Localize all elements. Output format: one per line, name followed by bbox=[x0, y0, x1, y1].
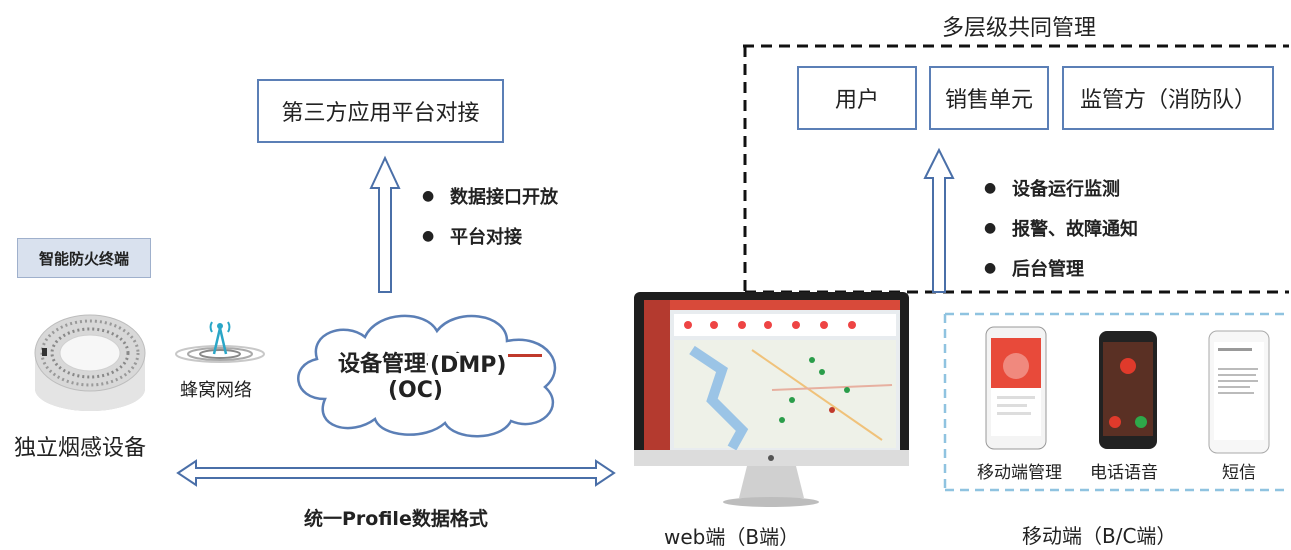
device-label: 独立烟感设备 bbox=[14, 436, 147, 461]
bullet-item: ●报警、故障通知 bbox=[984, 219, 1138, 240]
bullet-item: ●设备运行监测 bbox=[984, 179, 1120, 200]
up-arrow-third-party bbox=[369, 155, 401, 293]
phone-app-image bbox=[985, 326, 1047, 450]
mobile-item-app: 移动端管理 bbox=[977, 463, 1062, 483]
bullet-item: ●平台对接 bbox=[422, 227, 522, 248]
box-third-party: 第三方应用平台对接 bbox=[257, 79, 504, 143]
bullet-item: ●后台管理 bbox=[984, 259, 1084, 280]
phone-call-image bbox=[1099, 331, 1157, 449]
box-sales-unit: 销售单元 bbox=[929, 66, 1049, 130]
cloud-shape bbox=[297, 314, 557, 438]
network-label: 蜂窝网络 bbox=[180, 380, 252, 401]
multi-level-title: 多层级共同管理 bbox=[942, 16, 1097, 41]
cloud-dmp: (DMP) bbox=[428, 353, 509, 378]
box-regulator: 监管方（消防队） bbox=[1062, 66, 1274, 130]
box-sales-unit-label: 销售单元 bbox=[944, 88, 1033, 113]
box-third-party-label: 第三方应用平台对接 bbox=[281, 101, 480, 126]
multi-level-bullets: ●设备运行监测 ●报警、故障通知 ●后台管理 bbox=[984, 168, 1138, 288]
web-label: web端（B端） bbox=[664, 525, 800, 549]
mobile-item-sms: 短信 bbox=[1222, 463, 1256, 483]
mobile-item-voice: 电话语音 bbox=[1090, 463, 1158, 483]
up-arrow-multi-level bbox=[923, 147, 955, 293]
monitor-image bbox=[634, 292, 909, 507]
phone-sms-image bbox=[1208, 330, 1270, 454]
cellular-tower-icon bbox=[175, 321, 265, 363]
terminal-badge: 智能防火终端 bbox=[17, 238, 151, 278]
cloud-oc: (OC) bbox=[388, 378, 443, 403]
box-user-label: 用户 bbox=[834, 88, 879, 113]
box-user: 用户 bbox=[797, 66, 917, 130]
bullet-item: ●数据接口开放 bbox=[422, 187, 558, 208]
profile-format-label: 统一Profile数据格式 bbox=[304, 508, 488, 530]
smoke-detector-image bbox=[34, 314, 146, 411]
box-regulator-label: 监管方（消防队） bbox=[1079, 88, 1256, 113]
mobile-label: 移动端（B/C端） bbox=[1022, 524, 1177, 548]
bidirectional-arrow bbox=[176, 459, 616, 487]
third-party-bullets: ●数据接口开放 ●平台对接 bbox=[422, 176, 558, 256]
